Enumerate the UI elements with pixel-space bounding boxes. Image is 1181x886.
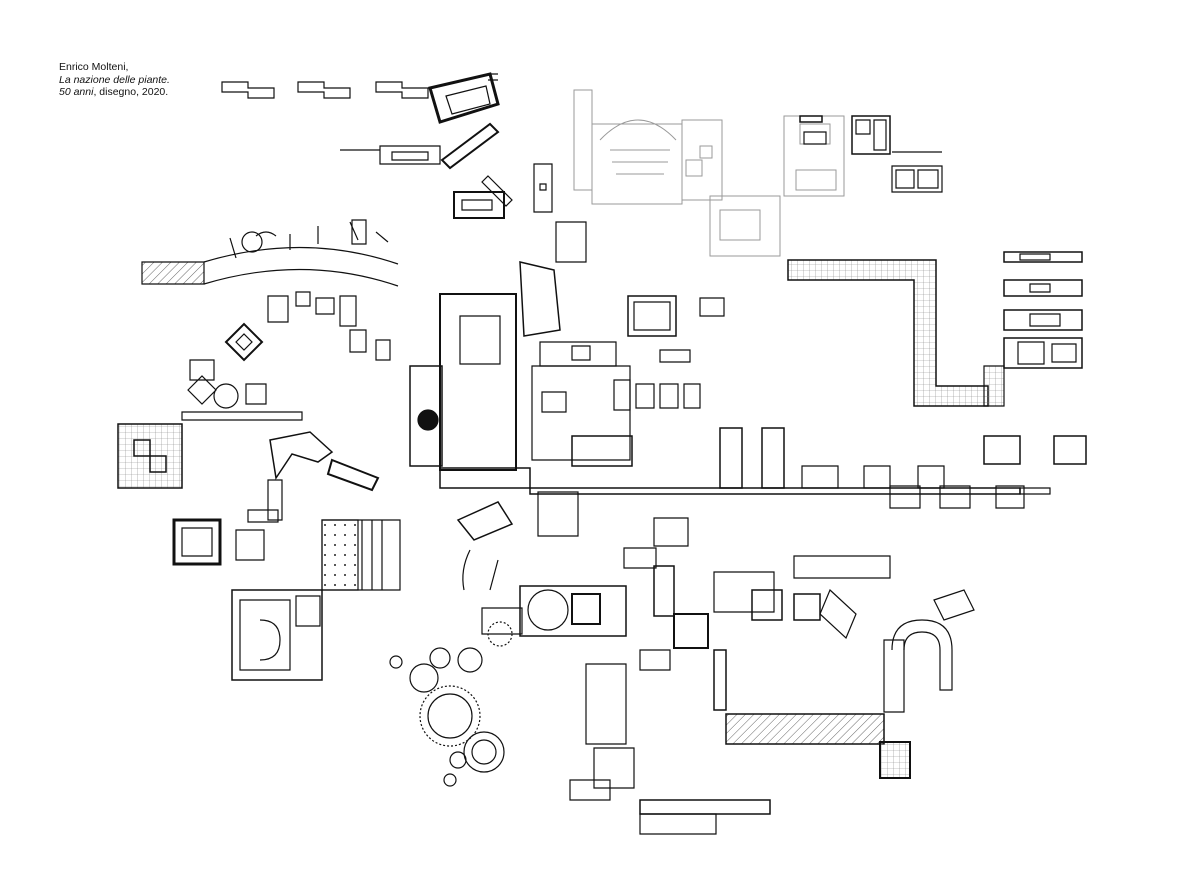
plan-lower-center (456, 491, 627, 637)
caption-credit: 50 anni, disegno, 2020. (59, 86, 169, 98)
plan-top-row (221, 72, 553, 219)
caption-author: Enrico Molteni, (59, 61, 129, 73)
plan-faint-complex (573, 89, 845, 257)
plan-upper-right (799, 115, 943, 193)
plan-hatched-l (787, 259, 1005, 407)
plan-central-complex (409, 221, 725, 489)
plan-circles (389, 621, 513, 787)
plan-right-bars (1003, 251, 1083, 369)
caption: Enrico Molteni, La nazione delle piante.… (59, 61, 170, 99)
plan-curved-bridge (141, 219, 399, 287)
plan-lower-middle (569, 517, 771, 835)
plan-scattered-blocks (187, 291, 391, 409)
plan-left-lower (172, 518, 401, 681)
caption-title: La nazione delle piante. (59, 73, 170, 86)
plan-grid-square (117, 423, 183, 489)
plan-snake (181, 411, 380, 523)
plan-spine (529, 349, 1087, 509)
plan-lower-right (713, 555, 975, 779)
